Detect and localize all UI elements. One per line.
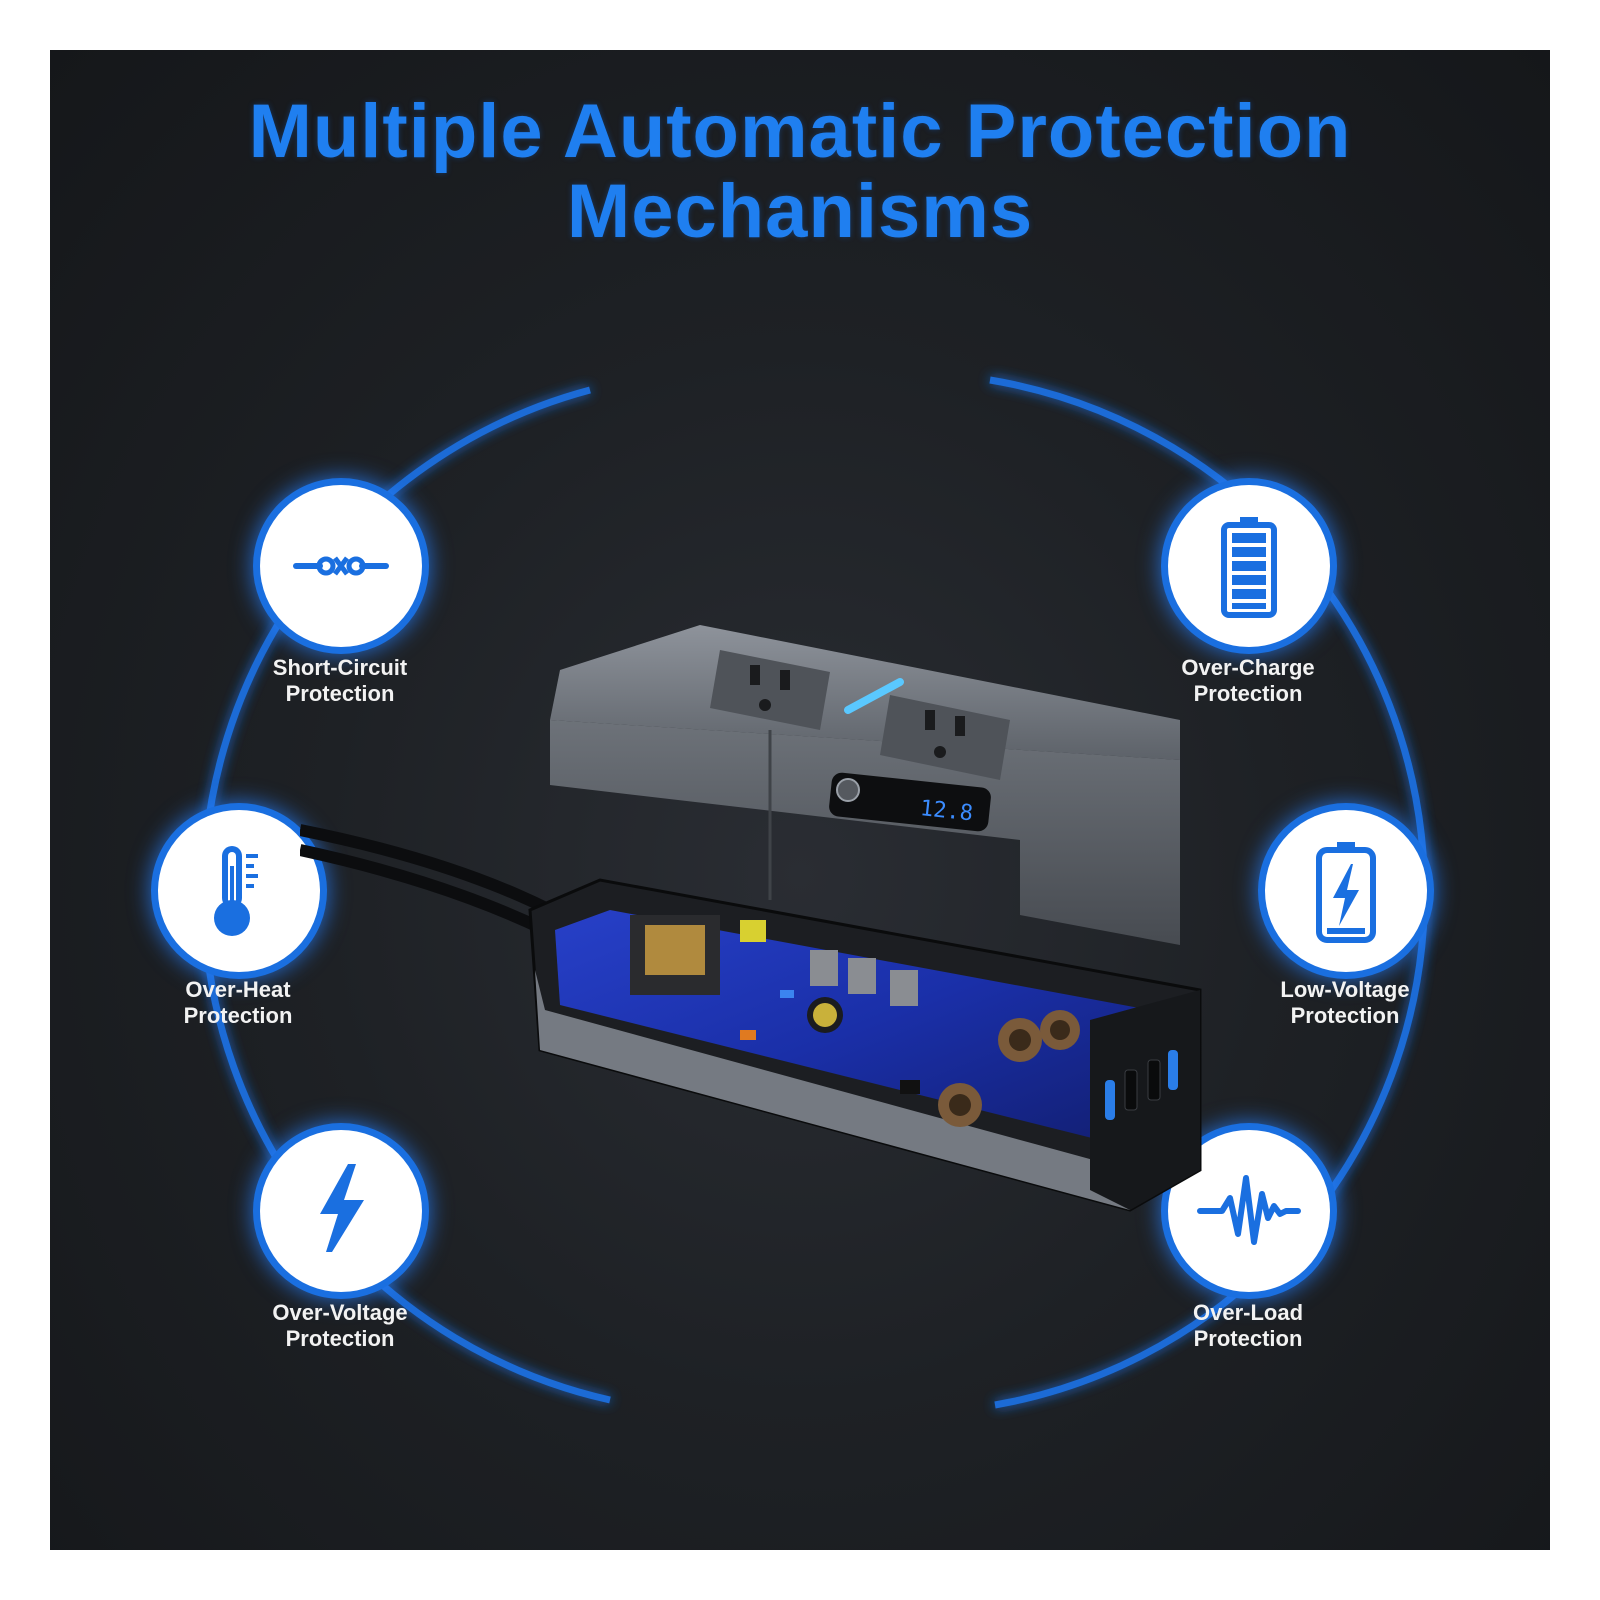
over-heat-badge: [158, 810, 320, 972]
ac-outlet: [710, 650, 830, 730]
voltage-display: [829, 772, 991, 832]
usb-ports: [1105, 1050, 1178, 1120]
battery-charging-icon: [1316, 842, 1376, 943]
power-inverter-illustration: 12.8: [300, 625, 1202, 1212]
housing-side: [535, 970, 1130, 1210]
housing-lid-front: [550, 720, 1180, 945]
port-panel: [1090, 990, 1200, 1210]
power-button: [836, 778, 860, 802]
pulse-wave-icon: [1197, 1175, 1301, 1245]
low-voltage-badge: [1265, 810, 1427, 972]
board-components: [630, 915, 1080, 1127]
ac-outlet: [880, 695, 1010, 780]
full-battery-icon: [1221, 517, 1277, 618]
led-indicator: [844, 678, 904, 714]
headline-line-1: Multiple Automatic Protection: [248, 89, 1352, 174]
over-voltage-badge: [260, 1130, 422, 1292]
power-cable: [300, 844, 548, 936]
product-infographic: Multiple Automatic Protection Mechanisms…: [50, 50, 1550, 1550]
short-circuit-badge: [260, 485, 422, 647]
headline-line-2: Mechanisms: [566, 169, 1034, 254]
display-reading: 12.8: [919, 796, 974, 826]
short-circuit-icon: [293, 556, 389, 576]
lightning-bolt-icon: [320, 1164, 364, 1252]
power-cable: [300, 824, 553, 916]
thermometer-icon: [214, 846, 258, 936]
over-charge-badge: [1168, 485, 1330, 647]
housing-lid-top: [550, 625, 1180, 760]
